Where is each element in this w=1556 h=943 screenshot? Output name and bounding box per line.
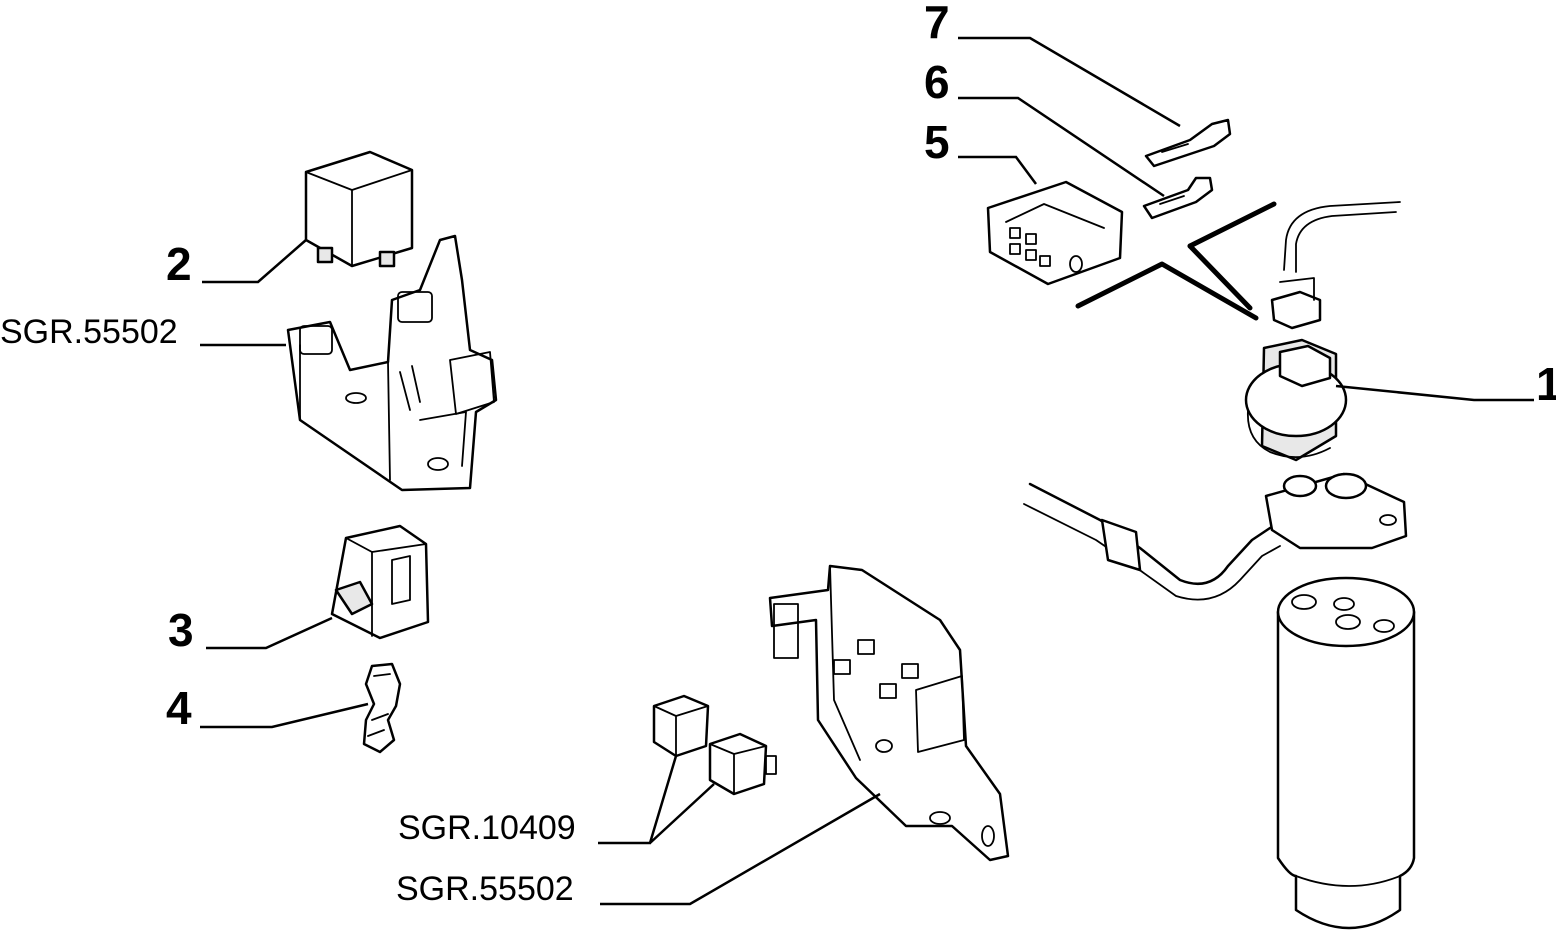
callout-4: 4 xyxy=(166,682,192,734)
fuse-holder-part-3 xyxy=(330,524,430,640)
leader-lines xyxy=(200,36,1534,906)
connector-housing-part-5 xyxy=(986,180,1124,286)
leader-1 xyxy=(1335,384,1534,402)
callout-3: 3 xyxy=(168,604,194,656)
callout-7: 7 xyxy=(924,0,950,48)
receiver-drier xyxy=(1276,576,1416,930)
callout-6: 6 xyxy=(924,56,950,108)
leader-7 xyxy=(958,36,1181,128)
leader-4 xyxy=(200,702,369,729)
ac-pipe xyxy=(1023,472,1408,601)
leader-2 xyxy=(202,239,307,284)
leader-relays xyxy=(598,755,715,845)
terminal-part-7 xyxy=(1144,118,1232,168)
terminal-part-6 xyxy=(1142,176,1214,220)
terminal-clip-part-4 xyxy=(362,662,402,754)
leader-5 xyxy=(958,155,1038,185)
pressure-switch-part-1 xyxy=(1244,338,1348,462)
callout-2: 2 xyxy=(166,238,192,290)
upper-bracket xyxy=(286,234,498,492)
leader-lower-bracket xyxy=(600,792,881,906)
ref-lower-bracket: SGR.55502 xyxy=(396,870,574,908)
small-relays xyxy=(652,694,777,796)
callout-5: 5 xyxy=(924,116,950,168)
cut-line-marker xyxy=(1075,201,1277,321)
leader-6 xyxy=(958,96,1165,198)
ref-relays: SGR.10409 xyxy=(398,809,576,847)
callout-1: 1 xyxy=(1536,358,1556,410)
lower-bracket xyxy=(768,564,1010,862)
relay-part-2 xyxy=(304,150,414,268)
leader-3 xyxy=(206,616,333,650)
sensor-plug xyxy=(1270,201,1401,330)
ref-upper-bracket: SGR.55502 xyxy=(0,313,178,351)
